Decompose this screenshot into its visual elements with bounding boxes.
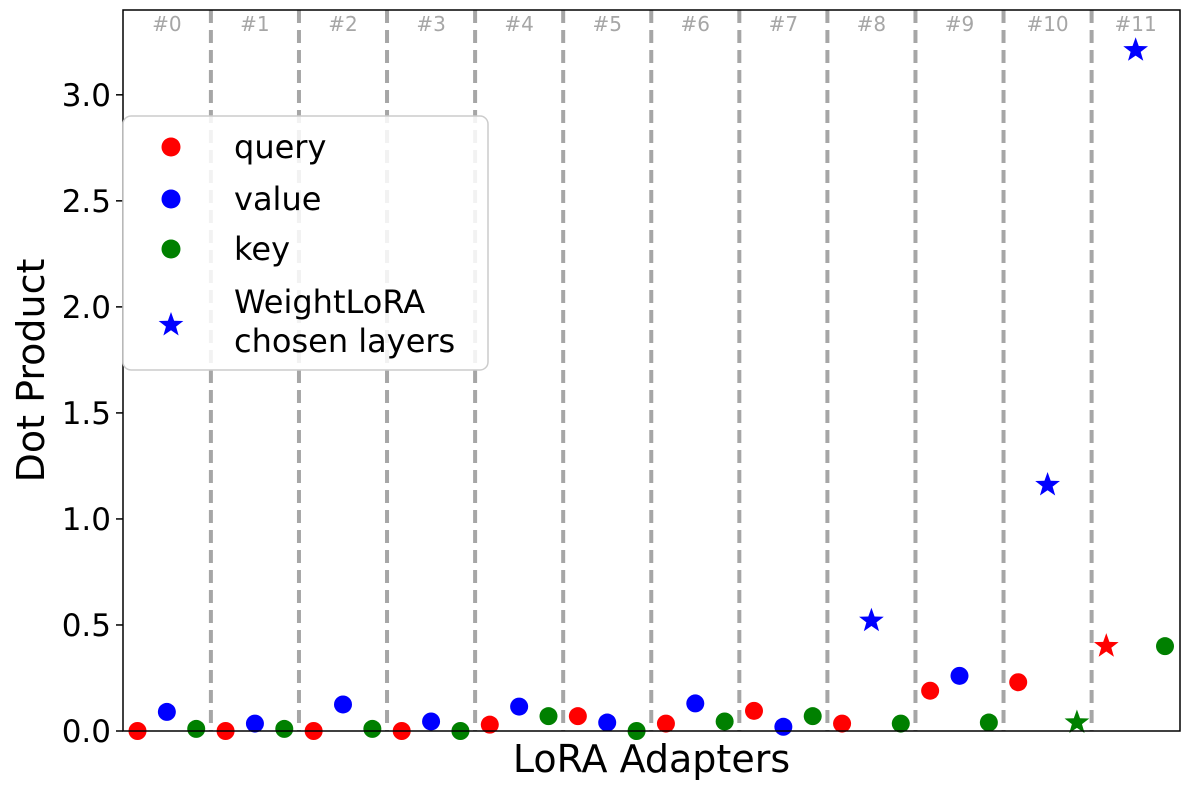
- y-tick-label: 2.5: [62, 184, 111, 220]
- legend-marker-query: [161, 137, 181, 157]
- value-point: [245, 714, 264, 733]
- key-point: [1156, 637, 1174, 656]
- legend-marker-value: [161, 189, 181, 209]
- y-tick-label: 2.0: [62, 290, 111, 326]
- chosen-layer-star-point: [1035, 472, 1060, 496]
- key-point: [979, 713, 998, 732]
- value-point: [950, 666, 969, 685]
- legend-label: query: [234, 128, 326, 166]
- y-tick-label: 3.0: [62, 78, 111, 114]
- key-point: [891, 714, 910, 733]
- key-point: [539, 707, 558, 726]
- layer-label: #10: [1026, 12, 1068, 36]
- value-point: [774, 717, 793, 736]
- layer-labels: #0 #1 #2 #3 #4 #5 #6 #7 #8 #9 #10 #11: [152, 12, 1157, 36]
- plot-area-frame: [122, 9, 1181, 732]
- key-point: [715, 712, 734, 731]
- layer-label: #2: [328, 12, 357, 36]
- legend-star-marker: [158, 312, 184, 336]
- value-point: [422, 712, 441, 731]
- layer-label: #5: [592, 12, 621, 36]
- layer-label: #4: [504, 12, 533, 36]
- legend-label: key: [234, 230, 290, 268]
- layer-label: #3: [416, 12, 445, 36]
- x-axis-title: LoRA Adapters: [513, 737, 790, 781]
- y-tick-label: 1.5: [62, 396, 111, 432]
- query-point: [745, 701, 763, 720]
- legend-marker-key: [161, 239, 181, 259]
- y-axis-ticks: 0.0 0.5 1.0 1.5 2.0 2.5 3.0: [62, 78, 123, 750]
- layer-label: #1: [240, 12, 269, 36]
- y-tick-label: 1.0: [62, 502, 111, 538]
- value-point: [157, 702, 176, 721]
- key-point: [803, 707, 822, 726]
- chosen-layer-star-point: [859, 607, 884, 632]
- y-tick-label: 0.0: [62, 714, 111, 750]
- value-point: [334, 695, 352, 714]
- value-point: [686, 694, 705, 713]
- layer-label: #7: [769, 12, 798, 36]
- y-axis-title: Dot Product: [9, 259, 53, 483]
- chosen-layer-star-point: [1123, 37, 1149, 61]
- value-point: [598, 713, 617, 732]
- query-point: [1009, 673, 1028, 692]
- query-point: [921, 681, 940, 700]
- legend-box: [122, 115, 489, 371]
- layer-label: #6: [681, 12, 710, 36]
- key-point: [363, 719, 382, 738]
- query-point: [833, 714, 852, 733]
- layer-label: #9: [945, 12, 974, 36]
- value-point: [510, 697, 529, 716]
- query-point: [656, 714, 675, 733]
- layer-label: #8: [857, 12, 886, 36]
- legend-label: value: [234, 180, 321, 218]
- layer-label: #0: [152, 12, 181, 36]
- y-tick-label: 0.5: [62, 608, 111, 644]
- query-point: [568, 707, 587, 726]
- layer-label: #11: [1115, 12, 1157, 36]
- chosen-layer-star-point: [1093, 633, 1119, 657]
- chosen-layer-star-point: [1064, 709, 1090, 734]
- key-point: [187, 719, 206, 738]
- query-point: [480, 715, 499, 734]
- key-point: [275, 719, 294, 738]
